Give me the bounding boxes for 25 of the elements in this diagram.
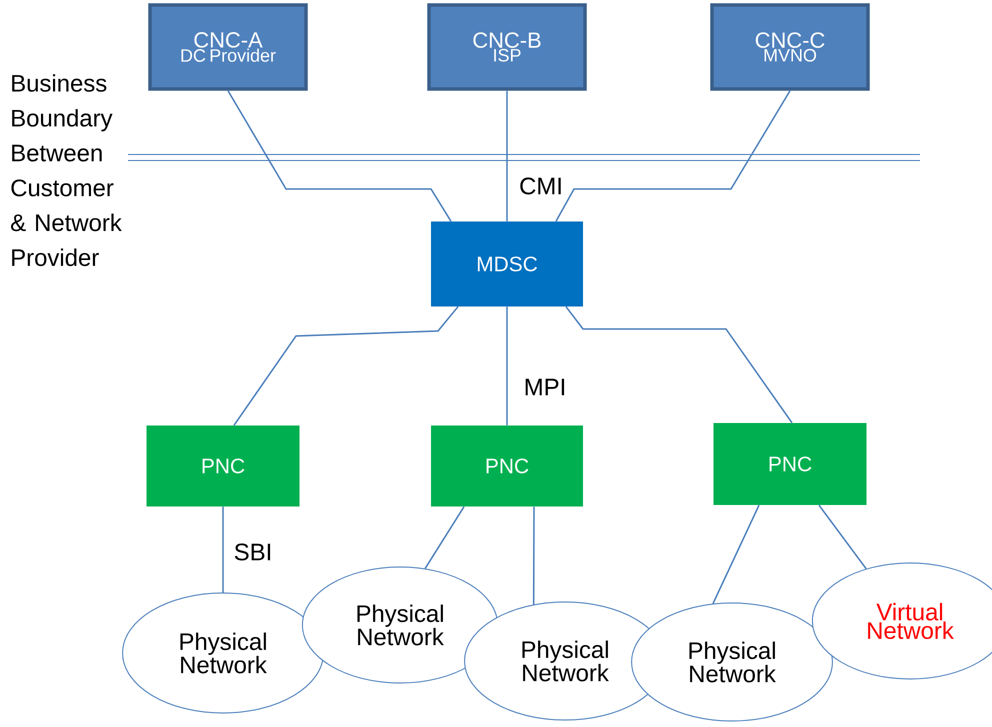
connector-line — [233, 306, 459, 426]
controller-box: PNC — [146, 426, 300, 506]
controller-box: MDSC — [431, 222, 583, 306]
controller-box: CNC-C MVNO — [710, 3, 870, 91]
controller-box: PNC — [431, 426, 583, 506]
edge-label: MPI — [522, 378, 568, 396]
connector-line — [506, 90, 508, 222]
connector-line — [424, 506, 465, 569]
connector-line — [712, 504, 760, 604]
controller-box: PNC — [714, 423, 866, 505]
edge-label: CMI — [518, 176, 564, 196]
connector-line — [818, 504, 867, 570]
node-label: Physical Network — [522, 640, 609, 682]
node-label: Physical Network — [689, 642, 776, 682]
connector-line — [565, 306, 793, 424]
node-label: Virtual Network — [868, 602, 954, 640]
edge-label: SBI — [232, 542, 274, 562]
connector-line — [506, 306, 508, 426]
controller-box: CNC-A DC Provider — [148, 3, 308, 91]
connector-line — [227, 90, 452, 222]
controller-box: CNC-B ISP — [427, 3, 587, 91]
connector-line — [555, 90, 791, 222]
boundary-label: Business Boundary Between Customer & Network Provider — [11, 74, 122, 266]
connector-line — [532, 506, 535, 604]
connector-line — [222, 506, 224, 592]
